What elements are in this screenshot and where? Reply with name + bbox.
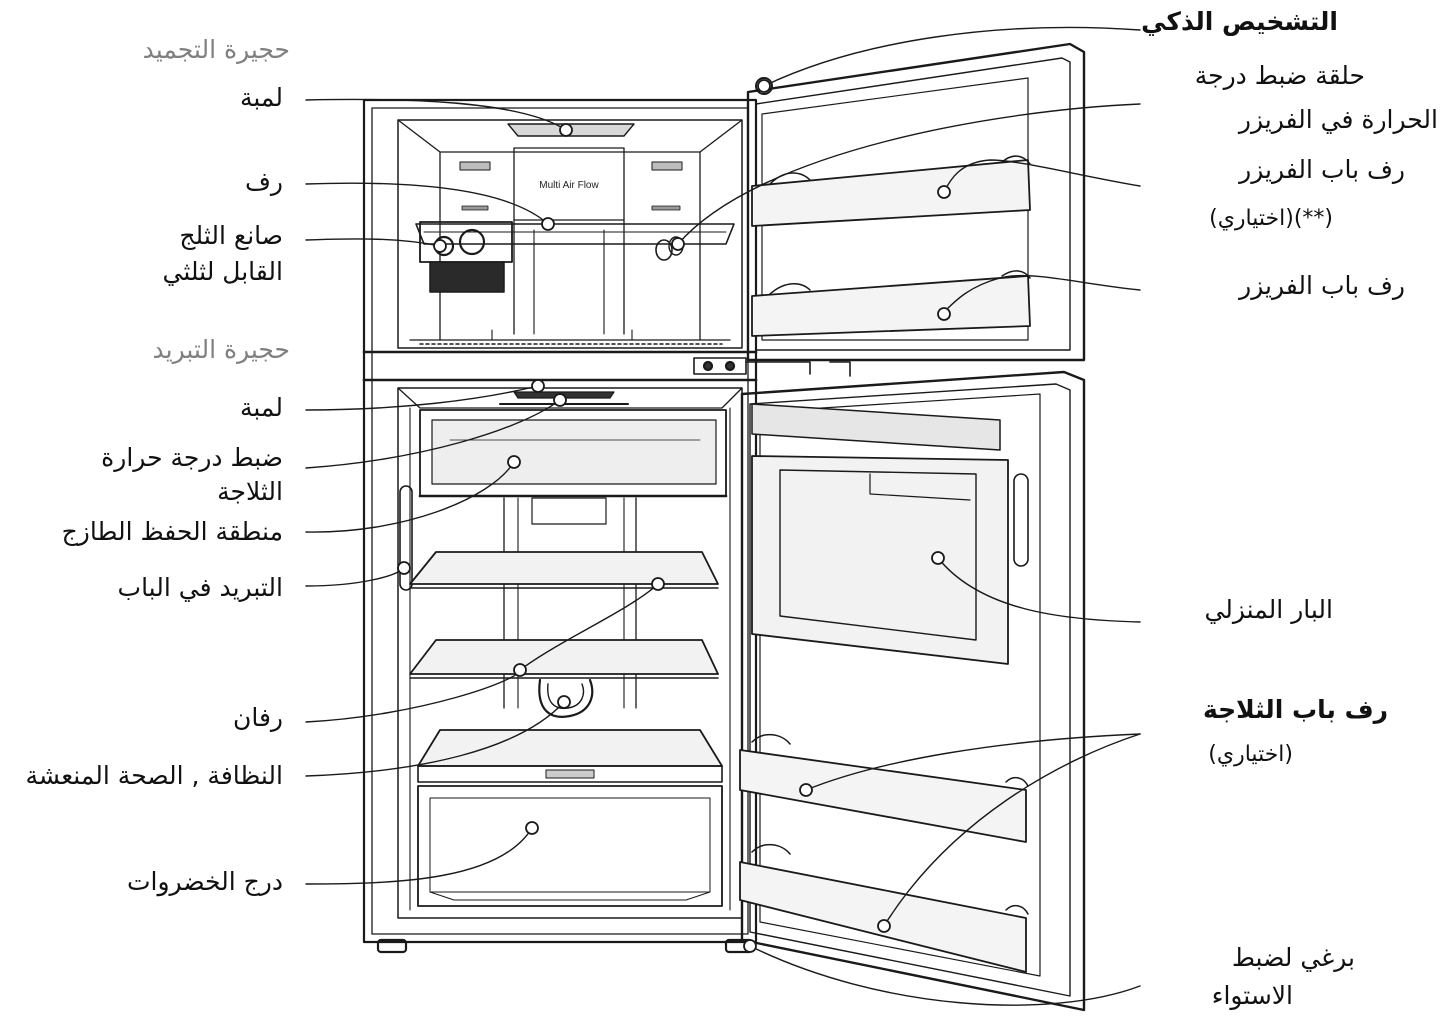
crisper-cover: [418, 730, 722, 782]
freezer-compartment: [398, 120, 742, 348]
label-hygiene: النظافة , الصحة المنعشة: [26, 762, 283, 791]
label-fridge-temp-line2: الثلاجة: [217, 478, 283, 507]
fridge-door: [740, 372, 1084, 1010]
label-fridge-temp-line1: ضبط درجة حرارة: [101, 444, 283, 473]
label-leveling-screw-line2: الاستواء: [1212, 982, 1293, 1011]
label-leveling-screw-line1: برغي لضبط: [1232, 944, 1355, 973]
freezer-door-shelf-2: [752, 271, 1030, 336]
label-vegetable-drawer: درج الخضروات: [127, 868, 283, 897]
label-door-cooling: التبريد في الباب: [118, 574, 283, 603]
label-shelves: رفان: [233, 704, 283, 733]
label-ice-maker-line2: القابل لثلثي: [163, 258, 283, 287]
fridge-door-shelf-1: [740, 735, 1028, 842]
glass-shelf-1: [410, 552, 718, 588]
glass-shelf-2: [410, 640, 718, 678]
label-home-bar: البار المنزلي: [1204, 596, 1333, 625]
home-bar: [752, 456, 1008, 664]
label-fresh-zone: منطقة الحفظ الطازج: [62, 518, 283, 547]
fridge-door-shelf-2: [740, 845, 1028, 972]
freezer-door: [748, 44, 1084, 360]
label-optional-stars: (**)(اختياري): [1209, 206, 1333, 231]
label-freezer-door-shelf-optional: رف باب الفريزر: [1239, 156, 1405, 185]
label-smart-diagnosis: التشخيص الذكي: [1141, 8, 1338, 37]
label-fridge-door-shelf: رف باب الثلاجة: [1203, 696, 1388, 725]
multi-air-flow-duct: [514, 148, 624, 334]
freezer-door-shelf-1: [752, 156, 1030, 226]
label-fridge-lamp: لمبة: [240, 394, 283, 423]
cabinet-body: [364, 100, 756, 952]
label-freezer-door-shelf: رف باب الفريزر: [1239, 272, 1405, 301]
vegetable-drawer: [418, 786, 722, 906]
multi-air-flow-text: Multi Air Flow: [539, 180, 599, 191]
fridge-section-heading: حجيرة التبريد: [153, 336, 291, 365]
label-freezer-temp-line2: الحرارة في الفريزر: [1239, 106, 1438, 135]
label-freezer-lamp: لمبة: [240, 84, 283, 113]
freezer-section-heading: حجيرة التجميد: [143, 36, 290, 65]
fresh-zone: [420, 410, 726, 496]
fridge-compartment: [398, 388, 742, 918]
label-freezer-temp-line1: حلقة ضبط درجة: [1195, 62, 1365, 91]
label-ice-maker-line1: صانع الثلج: [179, 222, 283, 251]
label-optional: (اختياري): [1208, 742, 1293, 767]
label-freezer-shelf: رف: [245, 168, 283, 197]
